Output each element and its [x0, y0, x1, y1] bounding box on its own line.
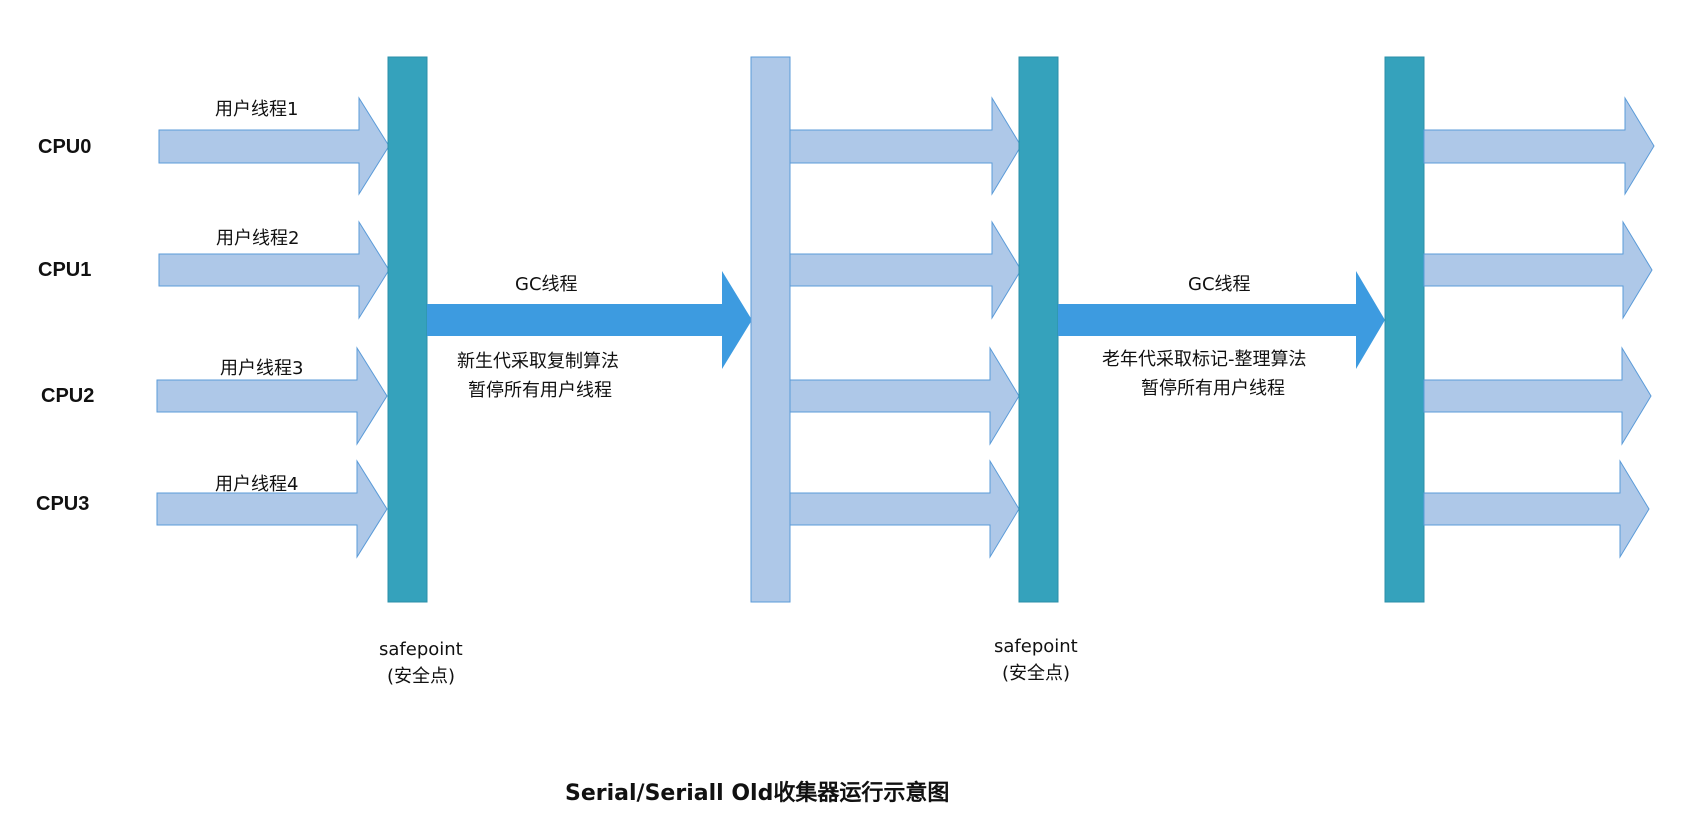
gc-phase-2-pause: 暂停所有用户线程	[1141, 378, 1285, 399]
user-thread-arrow-6	[789, 220, 1022, 320]
user-thread-label-4: 用户线程4	[215, 474, 298, 495]
resume-bar	[750, 56, 791, 603]
safepoint-bar-2	[1018, 56, 1059, 603]
user-thread-arrow-4	[156, 459, 388, 559]
user-thread-arrow-3	[156, 346, 388, 446]
user-thread-label-3: 用户线程3	[220, 358, 303, 379]
user-thread-arrow-9	[1423, 96, 1655, 196]
gc-thread-arrow-2	[1058, 271, 1385, 369]
user-thread-arrow-5	[789, 96, 1022, 196]
user-thread-arrow-12	[1423, 459, 1650, 559]
user-thread-label-1: 用户线程1	[215, 99, 298, 120]
safepoint-bar-1	[387, 56, 428, 603]
resume-bar-2	[1384, 56, 1425, 603]
safepoint-sublabel-1: (安全点)	[387, 666, 455, 687]
user-thread-arrow-10	[1423, 220, 1653, 320]
safepoint-label-1: safepoint	[379, 639, 463, 660]
gc-phase-2-algorithm: 老年代采取标记-整理算法	[1102, 349, 1307, 370]
gc-phase-1-algorithm: 新生代采取复制算法	[457, 351, 619, 372]
user-thread-label-2: 用户线程2	[216, 228, 299, 249]
cpu-label-3: CPU3	[36, 493, 89, 515]
cpu-label-1: CPU1	[38, 259, 91, 281]
diagram-caption: Serial/Seriall Old收集器运行示意图	[565, 780, 949, 806]
gc-thread-label-2: GC线程	[1188, 274, 1251, 295]
cpu-label-0: CPU0	[38, 136, 91, 158]
cpu-label-2: CPU2	[41, 385, 94, 407]
safepoint-label-2: safepoint	[994, 636, 1078, 657]
user-thread-arrow-11	[1423, 346, 1652, 446]
user-thread-arrow-8	[789, 459, 1020, 559]
user-thread-arrow-7	[789, 346, 1020, 446]
gc-thread-label-1: GC线程	[515, 274, 578, 295]
user-thread-arrow-2	[158, 220, 390, 320]
gc-thread-arrow-1	[427, 271, 752, 369]
user-thread-arrow-1	[158, 96, 390, 196]
safepoint-sublabel-2: (安全点)	[1002, 663, 1070, 684]
gc-phase-1-pause: 暂停所有用户线程	[468, 380, 612, 401]
